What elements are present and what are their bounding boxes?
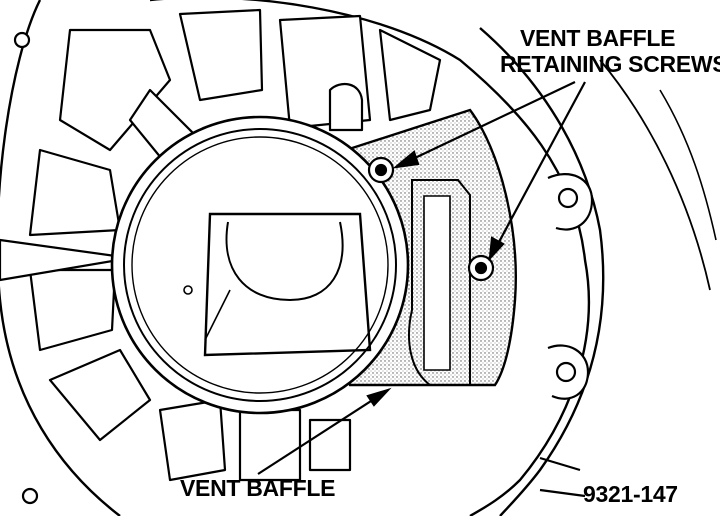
casting-ribs <box>0 8 442 482</box>
figure-number: 9321-147 <box>583 481 678 507</box>
leader-lines <box>257 81 586 498</box>
bolt-lugs <box>13 31 594 505</box>
label-vent-baffle: VENT BAFFLE <box>180 475 335 501</box>
label-retaining-screws-line1: VENT BAFFLE <box>520 25 675 51</box>
retaining-screw-upper <box>367 156 395 184</box>
label-retaining-screws-line2: RETAINING SCREWS <box>500 51 720 77</box>
retaining-screw-lower <box>467 254 495 282</box>
central-bore <box>110 115 410 415</box>
